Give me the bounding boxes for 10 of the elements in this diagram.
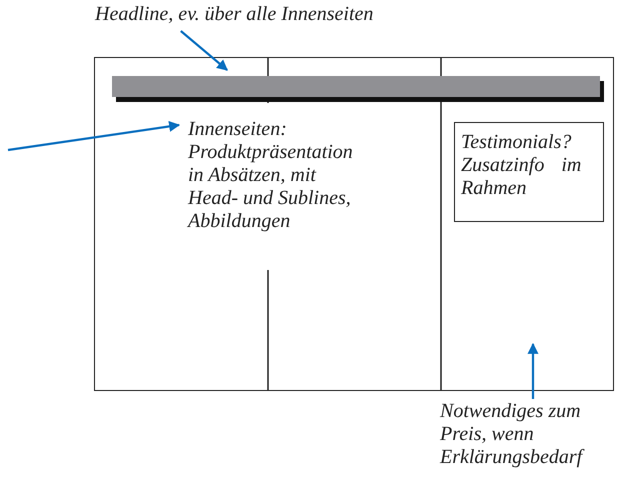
arrow xyxy=(180,30,228,71)
arrow xyxy=(8,121,180,152)
arrow xyxy=(528,342,538,399)
headline-bar xyxy=(112,76,604,102)
annotation-text: Headline, ev. über alle Innenseiten xyxy=(95,3,425,26)
annotation-text: Innenseiten: Produktpräsentation in Absätzen, mit Head- und Sublines, Abbildungen xyxy=(188,118,360,233)
framed-box xyxy=(454,122,604,222)
box-text: Testimonials? Zusatzinfo im Rahmen xyxy=(461,131,582,200)
annotation-text: Notwendiges zum Preis, wenn Erklärungsbedarf xyxy=(440,400,626,469)
page-frame xyxy=(94,57,614,391)
